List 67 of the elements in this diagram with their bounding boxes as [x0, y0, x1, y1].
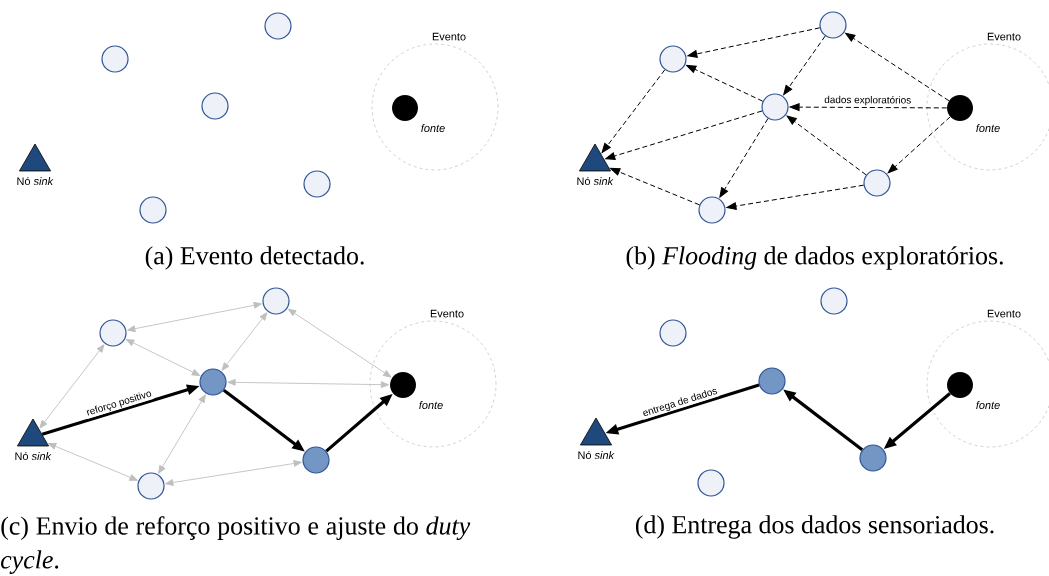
subfigure-caption: (c) Envio de reforço positivo e ajuste do duty cycle. [1, 516, 471, 574]
sink-triangle [579, 143, 611, 172]
arrow [786, 115, 867, 176]
node-caption: fonte [976, 124, 1000, 132]
sensor-node [137, 472, 165, 500]
arrow [789, 103, 948, 112]
sensor-node [262, 287, 290, 315]
arrow [165, 460, 302, 486]
sensor-node [199, 368, 227, 396]
arrow [601, 69, 666, 154]
source-node [392, 95, 418, 121]
node-caption: Nó sink [17, 176, 54, 186]
node-label: Evento [987, 309, 1021, 318]
node-caption: Nó sink [15, 451, 52, 461]
node-caption: Nó sink [577, 176, 614, 186]
sensor-node [819, 11, 847, 39]
source-node [947, 372, 973, 398]
arrow [719, 118, 769, 198]
sensor-node [659, 45, 687, 73]
sensor-node [302, 446, 330, 474]
arrow [726, 184, 865, 210]
arrow [158, 394, 206, 474]
arrow [127, 301, 262, 333]
arrow [686, 64, 764, 102]
arrow [125, 339, 201, 376]
source-node [390, 372, 416, 398]
arrow [887, 116, 951, 174]
edge-label: entrega de dados [640, 385, 720, 420]
sensor-node [139, 196, 167, 224]
sink-triangle [19, 143, 51, 172]
node-label: Evento [430, 309, 464, 318]
sensor-node [697, 469, 725, 497]
node-caption: fonte [421, 124, 445, 132]
node-caption: Nó sink [578, 450, 615, 460]
arrow [687, 27, 821, 58]
sensor-node [201, 92, 229, 120]
sink-triangle [17, 418, 49, 447]
arrow [783, 35, 826, 96]
arrow [845, 32, 950, 102]
subfigure-caption: (b) Flooding de dados exploratórios. [626, 246, 1003, 270]
sensor-node [863, 169, 891, 197]
sensor-node [264, 12, 292, 40]
sensor-node [303, 170, 331, 198]
arrow [39, 344, 105, 429]
arrow [221, 312, 268, 371]
arrow [610, 167, 700, 206]
sensor-node [698, 196, 726, 224]
subfigure-caption: (a) Evento detectado. [145, 246, 364, 270]
edge-label: dados exploratórios [823, 94, 913, 107]
sensor-node [820, 287, 848, 315]
sensor-node [761, 93, 789, 121]
node-label: Evento [987, 32, 1021, 41]
sensor-node [99, 319, 127, 347]
sensor-node [659, 319, 687, 347]
arrow [605, 110, 763, 160]
node-label: Evento [432, 32, 466, 41]
sink-triangle [580, 417, 612, 446]
sensor-node [758, 367, 786, 395]
sensor-node [101, 45, 129, 73]
node-caption: fonte [976, 400, 1000, 409]
subfigure-caption: (d) Entrega dos dados sensoriados. [635, 515, 994, 539]
source-node [947, 95, 973, 121]
arrow [287, 308, 392, 378]
arrow [227, 378, 389, 389]
arrow [48, 442, 138, 481]
node-caption: fonte [419, 400, 443, 409]
sensor-node [859, 444, 887, 472]
